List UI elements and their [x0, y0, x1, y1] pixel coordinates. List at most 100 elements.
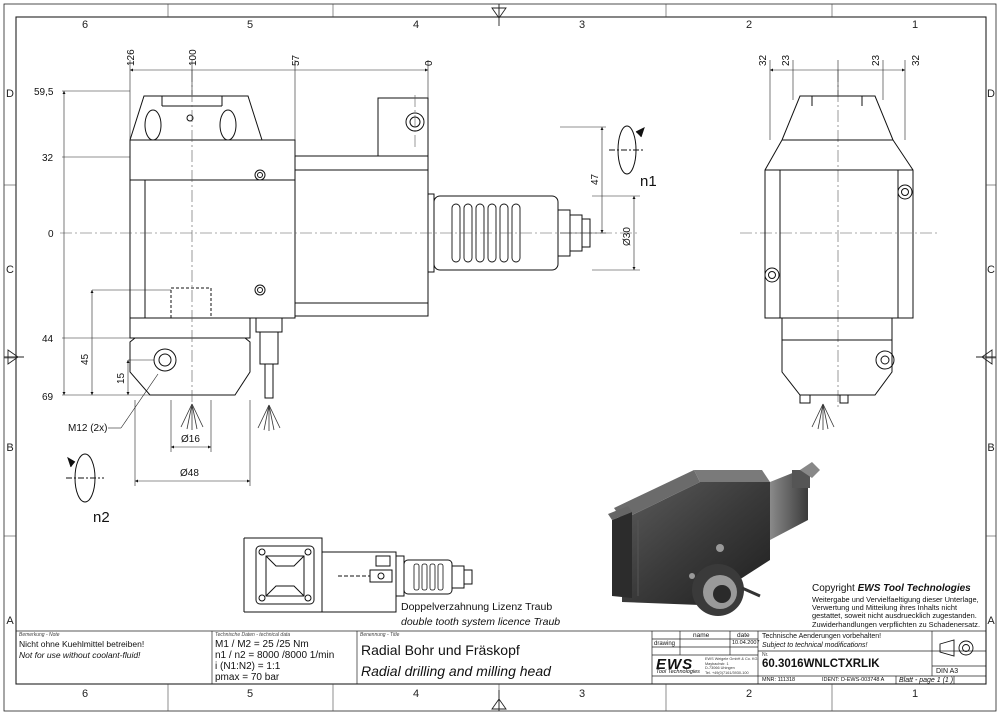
zone-col-bottom-2: 5	[247, 688, 253, 700]
zone-row-left-4: A	[6, 615, 14, 627]
ews-logo: EWS	[656, 656, 694, 673]
zone-row-right-1: D	[987, 88, 995, 100]
front-view-drawing	[129, 95, 591, 399]
speed-value: n1 / n2 = 8000 /8000 1/min	[215, 650, 335, 661]
ratio-value: i (N1:N2) = 1:1	[215, 661, 281, 672]
pressure-value: pmax = 70 bar	[215, 672, 280, 683]
dimension-texts: 126 100 57 0 59,5 32 0 44 69 45 15 Ø16 Ø…	[34, 49, 922, 526]
legal-line: Weitergabe und Vervielfaeltigung dieser …	[812, 595, 979, 604]
nr-caption: Nr.	[762, 652, 769, 658]
zone-col-bottom-5: 2	[746, 688, 752, 700]
rotation-symbols	[66, 125, 645, 503]
dim-44: 44	[42, 334, 54, 345]
title-german: Radial Bohr und Fräskopf	[361, 642, 520, 658]
remark-caption: Bemerkung - Note	[19, 632, 60, 638]
coolant-spray-marks	[180, 403, 835, 431]
zone-row-right-2: C	[987, 264, 995, 276]
zone-dividers	[4, 4, 996, 711]
company-address: EWS Weigele GmbH & Co. KG Maybachstr. 1 …	[705, 657, 757, 675]
dim-100: 100	[188, 49, 199, 66]
ident-number: IDENT: D-EWS-003748 A	[822, 677, 885, 683]
zone-col-top-4: 3	[579, 19, 585, 31]
side-dim-32-right: 32	[911, 54, 922, 66]
dim-0-top: 0	[424, 60, 435, 66]
dim-69: 69	[42, 392, 54, 403]
zone-row-left-2: C	[6, 264, 14, 276]
dim-m12: M12 (2x)	[68, 423, 107, 434]
zone-col-top-1: 6	[82, 19, 88, 31]
legal-line: Zuwiderhandlungen verpflichten zu Schade…	[812, 619, 981, 629]
zone-row-right-4: A	[987, 615, 995, 627]
top-detail-notes: Doppelverzahnung Lizenz Traub double too…	[401, 601, 560, 628]
paper-format: DIN A3	[936, 668, 959, 675]
dim-dia30: Ø30	[622, 227, 633, 246]
side-dimension-lines	[769, 60, 906, 140]
dim-57: 57	[291, 54, 302, 66]
techdata-caption: Technische Daten - technical data	[215, 632, 291, 638]
legal-line: gestattet, soweit nicht ausdruecklich zu…	[812, 611, 977, 621]
sheet-page: Blatt - page 1 (1 )	[899, 677, 954, 684]
dim-dia48: Ø48	[180, 468, 199, 479]
change-note-en: Subject to technical modifications!	[762, 642, 868, 649]
label-n1: n1	[640, 173, 657, 190]
remark-en: Not for use without coolant-fluid!	[19, 650, 141, 660]
remark-de: Nicht ohne Kuehlmittel betreiben!	[19, 639, 145, 649]
title-block-grid	[16, 630, 986, 684]
note-double-tooth: double tooth system licence Traub	[401, 616, 560, 628]
zone-row-left-1: D	[6, 88, 14, 100]
zone-col-bottom-1: 6	[82, 688, 88, 700]
row-drawing: drawing	[654, 641, 676, 647]
side-dim-32-left: 32	[758, 54, 769, 66]
dim-45: 45	[80, 353, 91, 365]
centering-marks	[4, 4, 996, 711]
legal-line: Verwertung und Mitteilung ihres Inhalts …	[812, 603, 958, 613]
label-n2: n2	[93, 509, 110, 526]
dim-47: 47	[590, 173, 601, 185]
zone-col-top-6: 1	[912, 19, 918, 31]
zone-row-right-3: B	[987, 442, 994, 454]
zone-col-bottom-6: 1	[912, 688, 918, 700]
projection-symbol	[939, 639, 974, 657]
center-lines	[60, 70, 940, 415]
company-line: EWS Weigele GmbH & Co. KG	[705, 657, 758, 661]
col-name-header: name	[693, 632, 710, 639]
dim-0-left: 0	[48, 229, 54, 240]
dim-dia16: Ø16	[181, 434, 200, 445]
zone-col-top-3: 4	[413, 19, 419, 31]
dim-15: 15	[116, 372, 127, 384]
side-view-drawing	[764, 95, 914, 404]
title-caption: Benennung - Title	[360, 632, 400, 638]
company-line: Tel. +49(0)7161/3930-100	[705, 670, 749, 675]
note-doppelverzahnung: Doppelverzahnung Lizenz Traub	[401, 601, 552, 613]
ews-logo-sub: Tool Technologies	[656, 669, 700, 675]
sheet-frame	[3, 3, 997, 712]
legal-notice: Weitergabe und Vervielfaeltigung dieser …	[812, 595, 981, 629]
side-dim-23-left: 23	[781, 54, 792, 66]
zone-col-top-5: 2	[746, 19, 752, 31]
zone-col-top-2: 5	[247, 19, 253, 31]
mnr-number: MNR: 111318	[762, 677, 796, 683]
zone-col-bottom-4: 3	[579, 688, 585, 700]
front-dimension-lines	[62, 60, 640, 486]
torque-value: M1 / M2 = 25 /25 Nm	[215, 639, 309, 650]
copyright-heading: Copyright EWS Tool Technologies	[812, 584, 971, 594]
dim-59-5: 59,5	[34, 87, 54, 98]
top-detail-view	[243, 537, 473, 613]
title-english: Radial drilling and milling head	[361, 663, 551, 679]
dim-126: 126	[126, 49, 137, 66]
drawing-date: 10.04.2007	[732, 640, 760, 646]
part-number: 60.3016WNLCTXRLIK	[762, 658, 880, 670]
change-note-de: Technische Aenderungen vorbehalten!	[762, 633, 882, 640]
zone-col-bottom-3: 4	[413, 688, 419, 700]
dim-32: 32	[42, 153, 54, 164]
company-line: D-73066 Uhingen	[705, 666, 735, 671]
copyright-brand: EWS Tool Technologies	[857, 583, 971, 594]
zone-labels: 6 5 4 3 2 1 6 5 4 3 2 1 D C B A D C B A	[6, 19, 995, 700]
company-line: Maybachstr. 1	[705, 661, 729, 666]
col-date-header: date	[737, 632, 750, 639]
copyright-pre: Copyright	[812, 583, 855, 594]
zone-row-left-3: B	[6, 442, 13, 454]
isometric-render	[608, 462, 820, 616]
side-dim-23-right: 23	[871, 54, 882, 66]
